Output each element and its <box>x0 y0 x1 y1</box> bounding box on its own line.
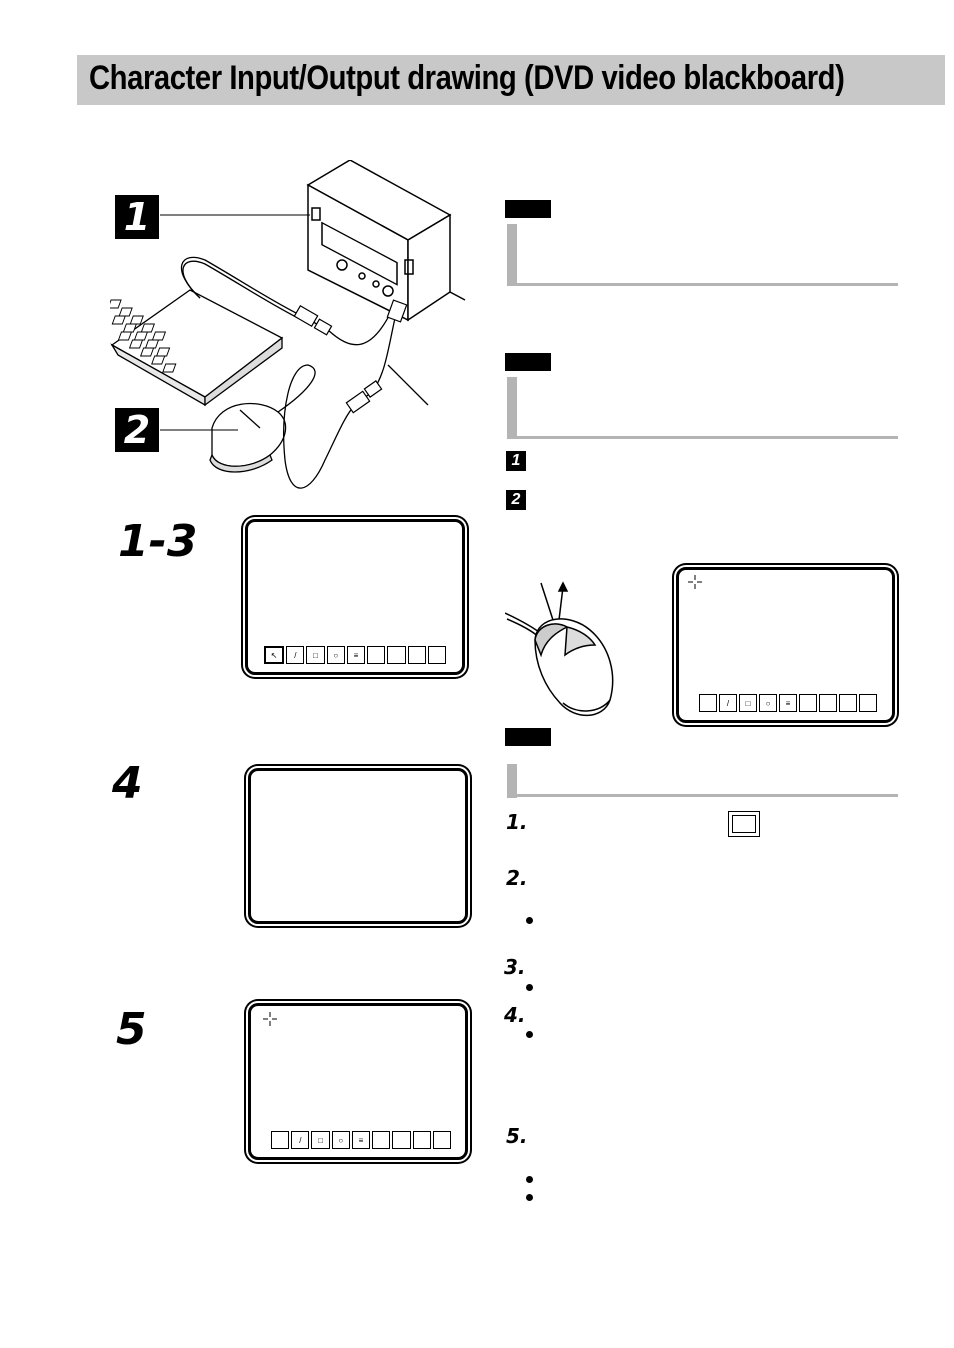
toolbar-cell[interactable]: / <box>719 694 737 712</box>
step-number-4: 4 <box>112 758 143 809</box>
crosshair-cursor-icon <box>688 575 702 589</box>
drawing-toolbar: / □ ○ ≡ <box>271 1131 451 1149</box>
mouse-illustration <box>505 581 614 717</box>
monitor-screen-4 <box>248 768 468 924</box>
crosshair-cursor-icon <box>263 1012 277 1026</box>
badge-2: 2 <box>506 490 526 510</box>
toolbar-cell[interactable]: □ <box>306 646 325 664</box>
drawing-toolbar: ↖ / □ ○ ≡ <box>264 646 446 664</box>
monitor-screen-1-3: ↖ / □ ○ ≡ <box>245 519 465 675</box>
title-bar: Character Input/Output drawing (DVD vide… <box>77 55 945 105</box>
list-step-2: 2. <box>506 866 528 890</box>
toolbar-cell[interactable]: / <box>291 1131 310 1149</box>
section-bar-3 <box>507 764 517 798</box>
toolbar-cell[interactable]: □ <box>739 694 757 712</box>
toolbar-cell[interactable]: □ <box>311 1131 330 1149</box>
toolbar-cell[interactable]: ≡ <box>346 646 366 664</box>
section-label-3 <box>505 728 551 746</box>
toolbar-cell[interactable]: ≡ <box>351 1131 371 1149</box>
section-label-2 <box>505 353 551 371</box>
equipment-illustration <box>110 160 466 489</box>
badge-1: 1 <box>506 451 526 471</box>
toolbar-cell[interactable] <box>799 694 817 712</box>
section-rule-3 <box>507 794 898 797</box>
drawing-toolbar: / □ ○ ≡ <box>699 694 877 712</box>
toolbar-cell[interactable] <box>387 646 406 664</box>
monitor-screen-right: / □ ○ ≡ <box>676 567 895 723</box>
toolbar-cell[interactable]: ○ <box>331 1131 350 1149</box>
step-number-1-3: 1-3 <box>118 516 198 567</box>
list-step-4: 4. <box>504 1003 526 1027</box>
toolbar-cell[interactable]: ↖ <box>264 646 285 664</box>
toolbar-cell[interactable] <box>819 694 837 712</box>
toolbar-cell[interactable] <box>427 646 446 664</box>
section-rule-2 <box>507 436 898 439</box>
section-label-1 <box>505 200 551 218</box>
section-rule-1 <box>507 283 898 286</box>
toolbar-cell[interactable]: ○ <box>759 694 777 712</box>
toolbar-cell[interactable] <box>372 1131 391 1149</box>
toolbar-cell[interactable] <box>392 1131 411 1149</box>
list-step-1: 1. <box>506 810 528 834</box>
bullet <box>526 1194 533 1201</box>
figure-callout-2: 2 <box>115 408 159 452</box>
toolbar-cell[interactable] <box>367 646 386 664</box>
bullet <box>526 1031 533 1038</box>
list-step-5: 5. <box>506 1124 528 1148</box>
section-bar-1 <box>507 224 517 286</box>
page-title: Character Input/Output drawing (DVD vide… <box>89 59 845 97</box>
step-number-5: 5 <box>116 1004 147 1055</box>
toolbar-cell[interactable] <box>271 1131 290 1149</box>
toolbar-cell[interactable] <box>699 694 717 712</box>
toolbar-cell[interactable] <box>432 1131 451 1149</box>
list-step-3: 3. <box>504 955 526 979</box>
toolbar-cell[interactable]: / <box>286 646 305 664</box>
bullet <box>526 984 533 991</box>
bullet <box>526 1176 533 1183</box>
section-bar-2 <box>507 377 517 439</box>
toolbar-cell[interactable] <box>839 694 857 712</box>
toolbar-cell[interactable] <box>412 1131 431 1149</box>
toolbar-cell[interactable]: ≡ <box>779 694 797 712</box>
figure-callout-1: 1 <box>115 195 159 239</box>
toolbar-cell[interactable] <box>407 646 426 664</box>
toolbar-cell[interactable]: ○ <box>326 646 345 664</box>
monitor-screen-5: / □ ○ ≡ <box>248 1003 468 1160</box>
bullet <box>526 917 533 924</box>
toolbar-cell[interactable] <box>859 694 877 712</box>
button-symbol-icon <box>728 811 760 837</box>
